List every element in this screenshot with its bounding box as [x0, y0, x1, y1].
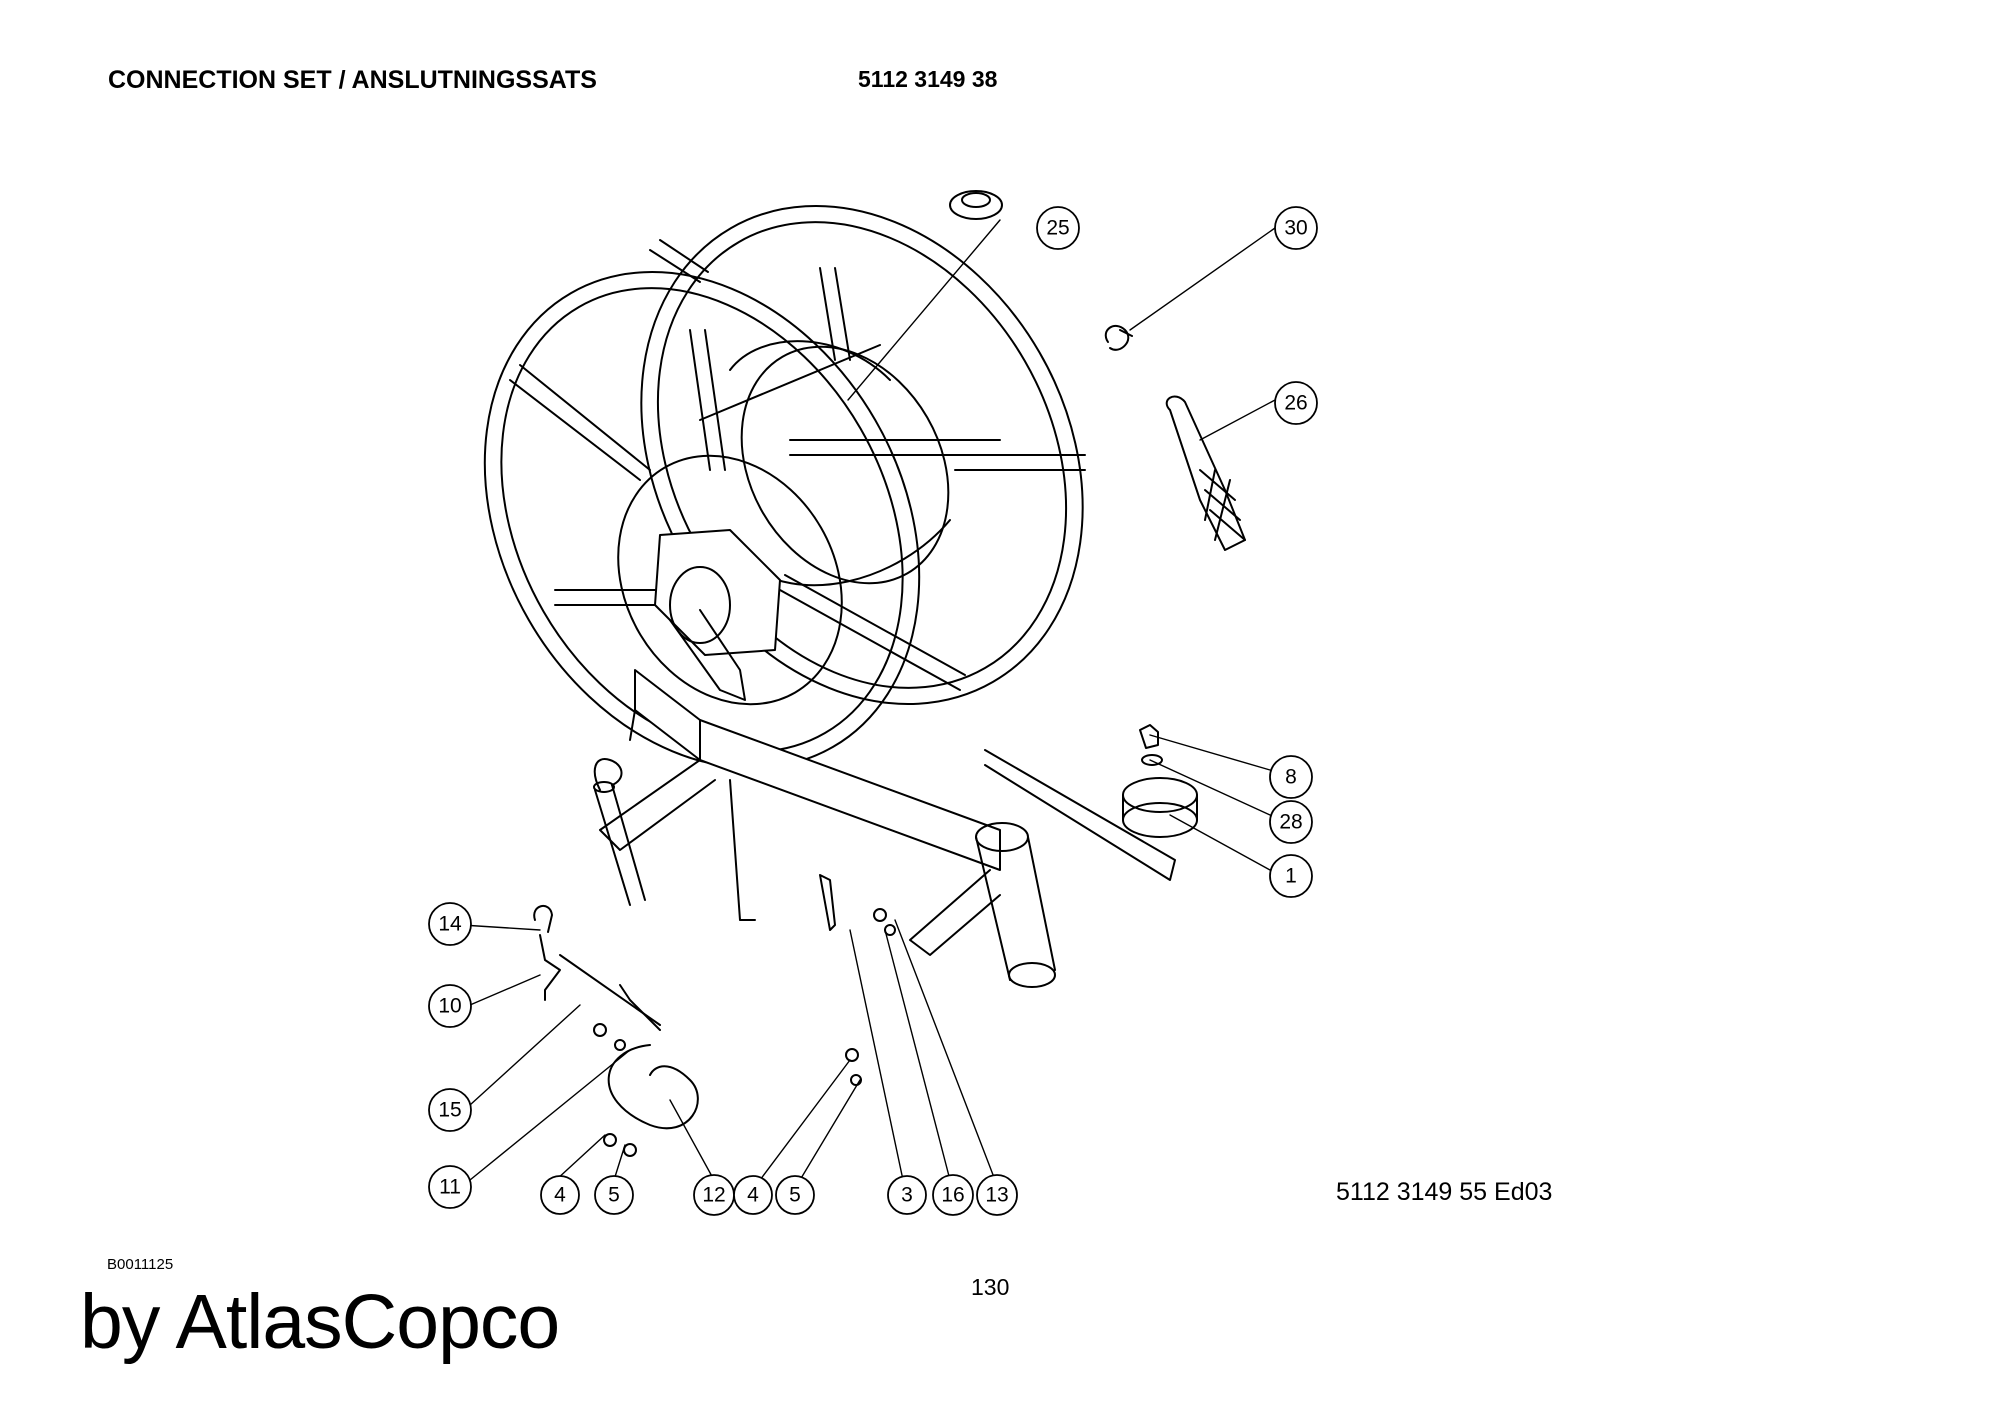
callout-26-label: 26	[1284, 392, 1307, 415]
callout-15-label: 15	[438, 1099, 461, 1122]
callout-1: 1	[1269, 854, 1313, 898]
callout-25: 25	[1036, 206, 1080, 250]
chain-assembly	[533, 874, 896, 1157]
callout-14: 14	[428, 902, 472, 946]
callout-11-label: 11	[439, 1176, 461, 1199]
frame	[599, 669, 1176, 956]
callout-5a-label: 5	[608, 1184, 620, 1207]
callout-10: 10	[428, 984, 472, 1028]
leader-lines	[461, 219, 1276, 1181]
reel-drum	[699, 340, 951, 587]
cable-grip-sock	[1165, 395, 1246, 551]
callout-15: 15	[428, 1088, 472, 1132]
callout-8: 8	[1269, 755, 1313, 799]
callout-5a: 5	[594, 1175, 634, 1215]
callout-14-label: 14	[438, 913, 462, 936]
callout-4b: 4	[733, 1175, 773, 1215]
document-code: B0011125	[107, 1256, 174, 1273]
drawing-reference: 5112 3149 55 Ed03	[1336, 1178, 1553, 1206]
hub-assembly	[617, 454, 843, 706]
callout-3: 3	[887, 1175, 927, 1215]
callout-28-label: 28	[1279, 811, 1302, 834]
callout-30: 30	[1274, 206, 1318, 250]
shackle	[1104, 324, 1133, 351]
brand-text: by AtlasCopco	[80, 1279, 560, 1365]
part-number: 5112 3149 38	[858, 66, 998, 92]
callout-13-label: 13	[985, 1184, 1008, 1207]
callout-10-label: 10	[438, 995, 461, 1018]
callout-5b: 5	[775, 1175, 815, 1215]
callout-16-label: 16	[941, 1184, 964, 1207]
page-title: CONNECTION SET / ANSLUTNINGSSATS	[108, 66, 597, 94]
callout-4b-label: 4	[747, 1184, 759, 1207]
callout-13: 13	[976, 1174, 1018, 1216]
callout-4a-label: 4	[554, 1184, 566, 1207]
hose-clamp	[949, 190, 1003, 220]
callout-12-label: 12	[702, 1184, 725, 1207]
callout-30-label: 30	[1284, 217, 1307, 240]
callout-16: 16	[932, 1174, 974, 1216]
callout-26: 26	[1274, 381, 1318, 425]
callout-3-label: 3	[901, 1184, 913, 1207]
callout-4a: 4	[540, 1175, 580, 1215]
callout-1-label: 1	[1285, 865, 1297, 888]
callout-28: 28	[1269, 800, 1313, 844]
page-number: 130	[971, 1274, 1010, 1300]
callout-12: 12	[693, 1174, 735, 1216]
callout-5b-label: 5	[789, 1184, 801, 1207]
tube-socket	[975, 822, 1056, 988]
callout-11: 11	[428, 1165, 472, 1209]
counter-weight	[1122, 724, 1198, 838]
locking-pin	[593, 758, 646, 906]
callout-8-label: 8	[1285, 766, 1297, 789]
callout-25-label: 25	[1046, 217, 1069, 240]
